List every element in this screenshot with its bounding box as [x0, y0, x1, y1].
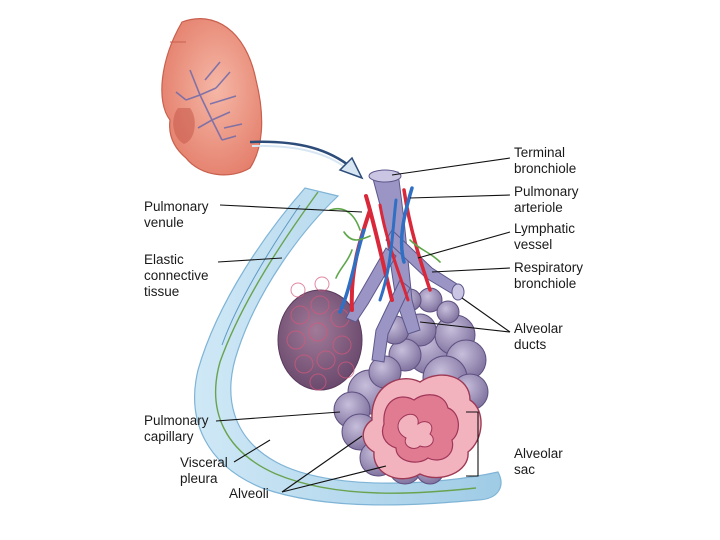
lung-illustration: [161, 18, 263, 176]
leader-alveolar-ducts-1: [461, 297, 511, 333]
label-pulmonary-venule: Pulmonary venule: [144, 199, 209, 231]
alveolar-sac-bracket: [466, 411, 479, 477]
label-line: Respiratory: [514, 260, 584, 275]
zoom-arrow: [249, 140, 364, 180]
label-line: pleura: [180, 471, 218, 486]
label-line: sac: [514, 462, 536, 477]
label-line: vessel: [514, 237, 553, 252]
label-lymphatic-vessel: Lymphatic vessel: [514, 221, 575, 253]
label-elastic-connective-tissue: Elastic connective tissue: [144, 252, 209, 300]
label-line: venule: [144, 215, 184, 230]
label-line: Lymphatic: [514, 221, 576, 236]
capillary-covered-alveoli: [277, 276, 363, 391]
label-line: Pulmonary: [144, 413, 209, 428]
label-pulmonary-arteriole: Pulmonary arteriole: [514, 184, 579, 216]
label-line: bronchiole: [514, 161, 577, 176]
label-line: Alveolar: [514, 321, 563, 336]
label-line: Alveolar: [514, 446, 563, 461]
label-alveoli: Alveoli: [229, 486, 269, 502]
label-respiratory-bronchiole: Respiratory bronchiole: [514, 260, 583, 292]
leader-alveolar-ducts-2: [419, 321, 511, 333]
label-line: capillary: [144, 429, 194, 444]
label-line: Pulmonary: [144, 199, 209, 214]
leader-terminal-bronchiole: [391, 157, 511, 176]
blood-vessels: [329, 186, 441, 314]
label-visceral-pleura: Visceral pleura: [180, 455, 228, 487]
label-line: Elastic: [144, 252, 184, 267]
visceral-pleura-band: [194, 187, 502, 506]
label-line: Visceral: [180, 455, 228, 470]
leader-elastic-connective-tissue: [217, 257, 283, 263]
label-line: bronchiole: [514, 276, 577, 291]
label-line: Terminal: [514, 145, 566, 160]
label-line: Pulmonary: [514, 184, 579, 199]
leader-lymphatic-vessel: [417, 231, 511, 259]
alveolar-sac-section: [362, 374, 482, 480]
label-line: tissue: [144, 284, 180, 299]
label-line: arteriole: [514, 200, 563, 215]
label-pulmonary-capillary: Pulmonary capillary: [144, 413, 209, 445]
label-line: ducts: [514, 337, 547, 352]
leader-pulmonary-capillary: [215, 411, 341, 422]
leader-alveoli-2: [281, 465, 387, 493]
leader-lines: [215, 157, 511, 493]
leader-pulmonary-venule: [219, 204, 363, 213]
label-line: Alveoli: [229, 486, 269, 501]
label-alveolar-ducts: Alveolar ducts: [514, 321, 563, 353]
label-line: connective: [144, 268, 209, 283]
leader-alveoli-1: [281, 435, 363, 493]
leader-visceral-pleura: [233, 439, 271, 463]
leader-pulmonary-arteriole: [409, 194, 511, 199]
label-alveolar-sac: Alveolar sac: [514, 446, 563, 478]
leader-respiratory-bronchiole: [431, 267, 511, 273]
label-terminal-bronchiole: Terminal bronchiole: [514, 145, 576, 177]
